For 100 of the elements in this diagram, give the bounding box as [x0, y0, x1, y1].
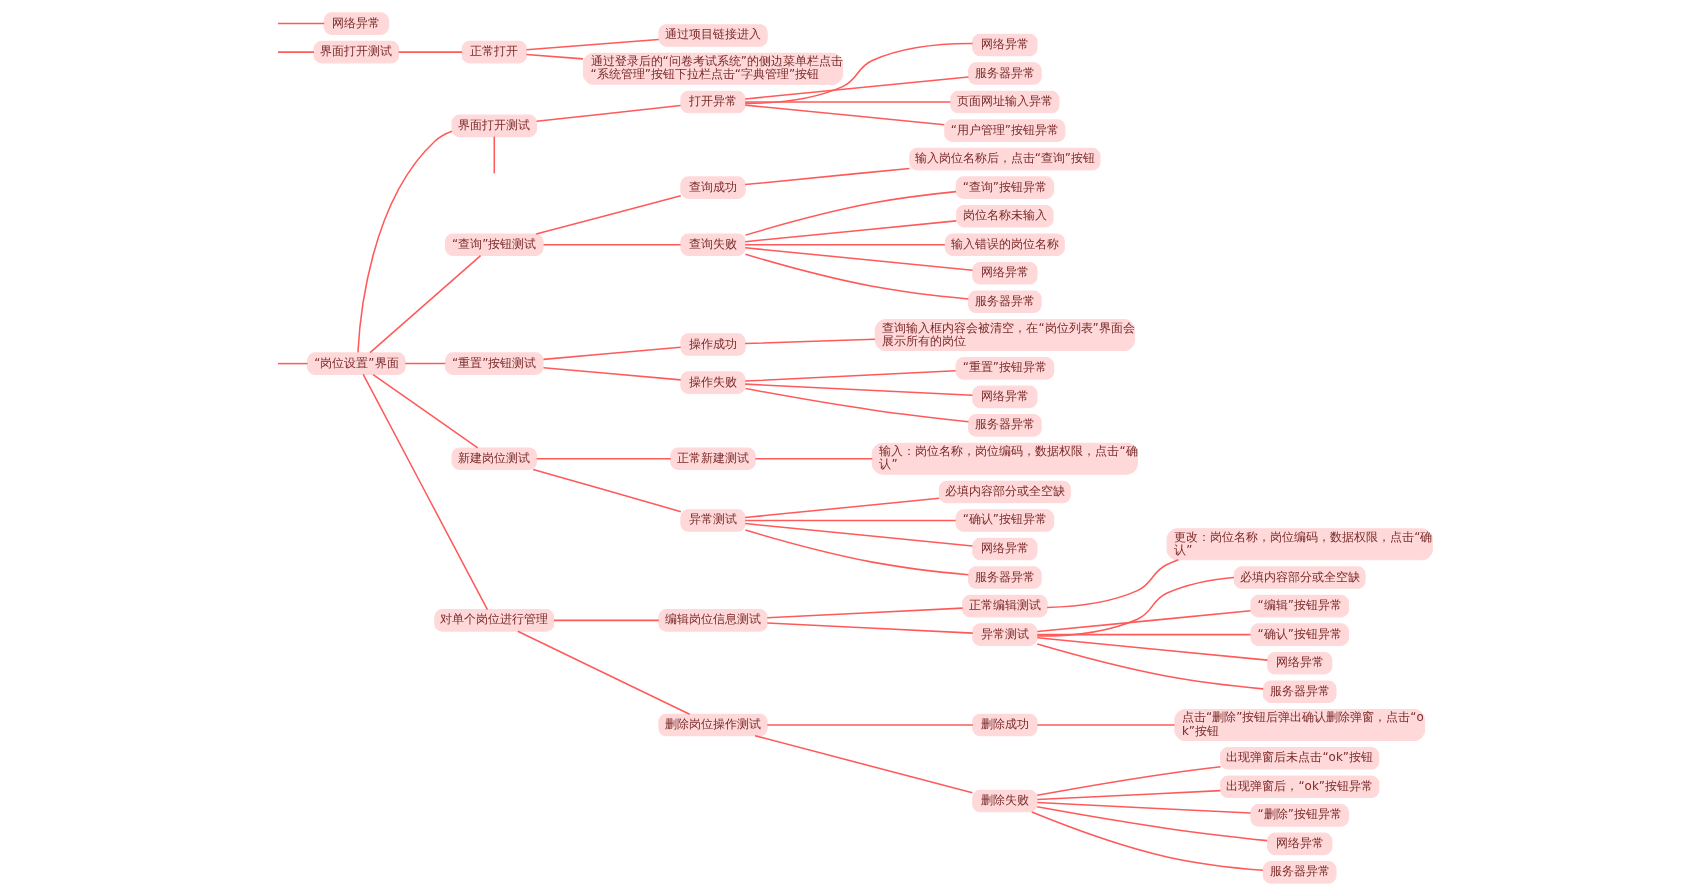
connector [404, 362, 446, 365]
node-box: 界面打开测试 [450, 114, 537, 138]
connector [766, 724, 974, 726]
node-box: 出现弹窗后，“ok”按钮异常 [1219, 775, 1379, 799]
node-box: “岗位设置”界面 [306, 352, 406, 375]
connector [753, 734, 973, 794]
connector [743, 522, 973, 547]
connector [743, 247, 973, 271]
node-box: 服务器异常 [1262, 680, 1337, 703]
connector [1036, 643, 1264, 690]
connector [276, 362, 308, 365]
connector [754, 457, 873, 460]
node-box: 打开异常 [679, 90, 746, 114]
connector [356, 130, 453, 354]
node-box: 服务器异常 [967, 62, 1042, 85]
connector [1036, 636, 1268, 661]
node-box: 操作失败 [679, 371, 746, 394]
connector [743, 338, 876, 345]
connector [1035, 806, 1268, 842]
connector [743, 42, 973, 105]
connector [525, 38, 659, 51]
node-box: “确认”按钮异常 [1249, 623, 1349, 646]
connector [535, 104, 681, 123]
node-box: 正常新建测试 [669, 447, 756, 470]
connector [743, 167, 910, 186]
node-box: 页面网址输入异常 [949, 90, 1060, 114]
connector [1045, 559, 1179, 609]
node-box: “重置”按钮异常 [955, 357, 1054, 380]
connector [1035, 766, 1221, 797]
node-box: 界面打开测试 [313, 40, 399, 64]
connector [397, 51, 463, 53]
node-box: 输入岗位名称后，点击“查询”按钮 [908, 147, 1101, 171]
connector [1036, 724, 1175, 726]
connector [743, 383, 973, 397]
node-box: 输入：岗位名称，岗位编码，数据权限，点击“确认” [871, 442, 1138, 475]
node-box: 查询失败 [679, 233, 746, 256]
connector [516, 630, 690, 716]
node-box: 网络异常 [971, 261, 1038, 285]
node-box: 网络异常 [1266, 651, 1332, 675]
node-box: 操作成功 [679, 333, 746, 356]
connector [276, 51, 315, 53]
node-box: “删除”按钮异常 [1249, 804, 1349, 827]
connector [766, 622, 974, 634]
connector [1035, 576, 1235, 637]
node-box: “查询”按钮异常 [955, 176, 1054, 199]
connector [743, 369, 956, 382]
node-box: 网络异常 [971, 385, 1038, 409]
node-box: 删除失败 [971, 789, 1038, 813]
connector [493, 135, 495, 175]
connector [766, 607, 963, 619]
connector [743, 497, 940, 519]
node-box: 网络异常 [1266, 832, 1332, 856]
connector [743, 76, 969, 100]
node-box: 编辑岗位信息测试 [657, 609, 768, 632]
node-box: 网络异常 [323, 12, 389, 35]
node-box: “用户管理”按钮异常 [943, 119, 1065, 142]
node-box: 通过登录后的“问卷考试系统”的侧边菜单栏点击“系统管理”按钮下拉栏点击“字典管理”按钮 [582, 52, 843, 85]
node-box: 输入错误的岗位名称 [944, 233, 1065, 256]
connector [368, 254, 481, 354]
connector [1036, 610, 1251, 633]
node-box: 异常测试 [679, 509, 746, 532]
connector [744, 387, 969, 423]
connector [743, 243, 946, 246]
node-box: 对单个岗位进行管理 [433, 609, 554, 632]
connector [1036, 789, 1221, 801]
connector [542, 346, 681, 361]
connector [1036, 633, 1251, 636]
node-box: 删除成功 [971, 713, 1038, 737]
connector [1036, 801, 1251, 814]
node-box: 岗位名称未输入 [955, 204, 1054, 228]
node-box: 正常编辑测试 [961, 594, 1048, 618]
connector [542, 243, 681, 246]
node-box: 必填内容部分或全空缺 [1233, 566, 1366, 589]
connector [535, 457, 672, 460]
connector [744, 253, 969, 300]
node-box: “查询”按钮测试 [444, 233, 544, 256]
connector [534, 195, 682, 235]
node-box: 点击“删除”按钮后弹出确认删除弹窗，点击“ok”按钮 [1173, 708, 1425, 742]
node-box: “重置”按钮测试 [444, 352, 544, 375]
node-box: “编辑”按钮异常 [1249, 594, 1349, 618]
node-box: 服务器异常 [967, 566, 1042, 589]
node-box: 异常测试 [971, 623, 1038, 646]
connector [743, 101, 951, 103]
connector [1030, 811, 1264, 872]
node-box: 新建岗位测试 [450, 447, 537, 470]
node-box: 必填内容部分或全空缺 [938, 480, 1071, 504]
node-box: 查询输入框内容会被清空，在“岗位列表”界面会展示所有的岗位 [874, 319, 1135, 352]
connector [744, 529, 969, 576]
connector [371, 373, 478, 449]
node-box: 通过项目链接进入 [657, 24, 768, 47]
node-box: 服务器异常 [967, 290, 1042, 314]
node-box: “确认”按钮异常 [955, 509, 1054, 532]
connector [525, 53, 584, 60]
connector [531, 468, 682, 513]
node-box: 网络异常 [971, 537, 1038, 561]
node-box: 查询成功 [679, 176, 746, 199]
node-box: 网络异常 [971, 33, 1038, 57]
connector [743, 104, 945, 126]
connector [542, 367, 681, 381]
connector [743, 220, 957, 243]
